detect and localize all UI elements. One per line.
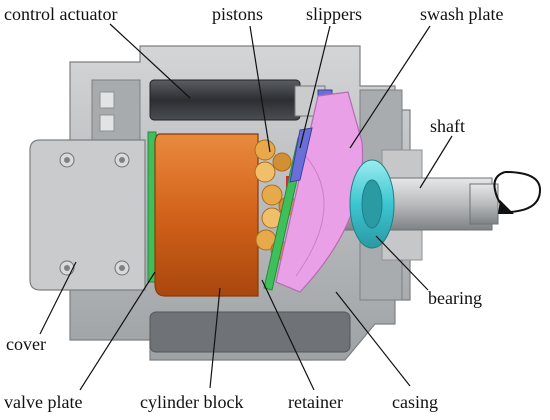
label-cover: cover — [6, 334, 46, 354]
leader-cylinder-block — [209, 287, 221, 389]
cylinder-block — [154, 133, 259, 297]
label-control-actuator: control actuator — [4, 4, 117, 24]
bearing — [349, 159, 395, 249]
label-swash-plate: swash plate — [420, 4, 503, 24]
label-retainer: retainer — [288, 392, 343, 412]
leader-slippers — [299, 25, 331, 149]
leader-retainer — [261, 279, 315, 391]
leader-control-actuator — [109, 23, 191, 99]
leader-cover — [39, 261, 77, 335]
label-cylinder-block: cylinder block — [140, 392, 243, 412]
leader-lines — [39, 23, 453, 391]
label-bearing: bearing — [428, 288, 482, 308]
cover — [29, 139, 146, 291]
label-shaft: shaft — [430, 116, 465, 136]
leader-swash-plate — [349, 25, 431, 149]
slippers — [289, 127, 313, 183]
label-pistons: pistons — [212, 4, 263, 24]
label-valve-plate: valve plate — [4, 392, 82, 412]
leader-shaft — [419, 135, 453, 189]
leader-valve-plate — [79, 271, 156, 391]
leader-bearing — [375, 235, 429, 291]
leader-casing — [335, 291, 411, 387]
swash-plate — [275, 91, 364, 293]
label-slippers: slippers — [306, 4, 362, 24]
rotation-arrow-icon — [493, 171, 542, 214]
leader-pistons — [249, 25, 271, 153]
label-casing: casing — [392, 392, 438, 412]
